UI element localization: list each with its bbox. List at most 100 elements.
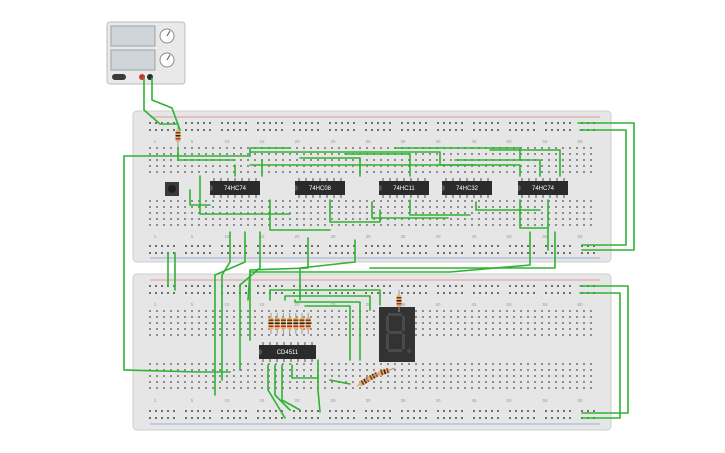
column-number: 30	[365, 234, 371, 239]
jumper-wire[interactable]	[269, 289, 381, 306]
column-number: 15	[259, 398, 265, 403]
column-number: 35	[400, 398, 406, 403]
jumper-wire[interactable]	[221, 231, 231, 381]
resistor[interactable]	[287, 313, 293, 334]
column-number: 1	[154, 302, 157, 307]
jumper-wire[interactable]	[269, 199, 331, 231]
jumper-wire[interactable]	[274, 364, 291, 411]
column-number: 25	[330, 139, 336, 144]
power-switch[interactable]	[112, 74, 126, 80]
column-number: 25	[330, 398, 336, 403]
column-number: 35	[400, 302, 406, 307]
column-number: 35	[400, 139, 406, 144]
chip-label: 74HC74	[224, 186, 247, 192]
ic-chip[interactable]: 74HC74	[518, 178, 568, 198]
ic-chip[interactable]: 74HC32	[442, 178, 492, 198]
jumper-wire[interactable]	[247, 231, 531, 301]
chip-label: 74HC08	[309, 186, 332, 192]
jumper-wire[interactable]	[369, 231, 556, 269]
column-number: 55	[542, 234, 548, 239]
column-number: 45	[471, 398, 477, 403]
column-number: 55	[542, 139, 548, 144]
jumper-wire[interactable]	[579, 292, 621, 419]
jumper-wire[interactable]	[317, 359, 321, 413]
column-number: 40	[435, 234, 441, 239]
jumper-wire[interactable]	[579, 285, 629, 414]
jumper-wire[interactable]	[489, 149, 561, 177]
resistor[interactable]	[175, 124, 181, 148]
ic-chip[interactable]: 74HC08	[295, 178, 345, 198]
resistor[interactable]	[305, 313, 311, 334]
jumper-wire[interactable]	[284, 295, 371, 311]
jumper-wire[interactable]	[177, 147, 236, 161]
column-number: 55	[542, 302, 548, 307]
jumper-wire[interactable]	[299, 239, 356, 301]
chip-label: 74HC11	[393, 186, 415, 192]
jumper-wire[interactable]	[267, 364, 286, 419]
chip-label: 74HC74	[532, 186, 555, 192]
jumper-wire[interactable]	[281, 364, 301, 411]
ic-chip[interactable]: 74HC11	[379, 178, 429, 198]
resistor[interactable]	[396, 290, 402, 312]
ic-chip[interactable]: CD4511	[259, 342, 316, 362]
column-number: 10	[224, 139, 230, 144]
column-number: 30	[365, 139, 371, 144]
column-number: 20	[294, 302, 300, 307]
chip-label: 74HC32	[456, 186, 479, 192]
jumper-wire[interactable]	[299, 157, 361, 177]
column-number: 55	[542, 398, 548, 403]
resistor[interactable]	[268, 313, 274, 334]
jumper-wire[interactable]	[519, 199, 549, 229]
ic-chip[interactable]: 74HC74	[210, 178, 260, 198]
jumper-wire[interactable]	[214, 231, 246, 396]
resistor[interactable]	[299, 313, 305, 334]
column-number: 60	[577, 398, 583, 403]
jumper-wire[interactable]	[454, 159, 541, 177]
jumper-wire[interactable]	[249, 237, 309, 341]
push-button[interactable]	[165, 182, 179, 196]
jumper-wire[interactable]	[304, 305, 351, 361]
resistor[interactable]	[274, 313, 280, 334]
jumper-wire[interactable]	[409, 199, 471, 216]
jumper-wire[interactable]	[151, 77, 181, 131]
resistor[interactable]	[293, 313, 299, 334]
jumper-wire[interactable]	[199, 175, 291, 215]
column-number: 50	[506, 234, 512, 239]
jumper-wire[interactable]	[475, 201, 541, 211]
column-number: 5	[191, 234, 194, 239]
jumper-wire[interactable]	[294, 299, 361, 361]
resistor[interactable]	[372, 367, 396, 377]
column-number: 35	[400, 234, 406, 239]
column-number: 5	[191, 398, 194, 403]
column-number: 60	[577, 139, 583, 144]
jumper-wire[interactable]	[371, 201, 449, 219]
jumper-wire[interactable]	[577, 122, 635, 251]
jumper-wire[interactable]	[394, 147, 521, 161]
column-number: 40	[435, 398, 441, 403]
jumper-wire[interactable]	[143, 77, 179, 125]
column-number: 40	[435, 302, 441, 307]
chip-label: CD4511	[277, 350, 299, 356]
column-number: 20	[294, 139, 300, 144]
column-number: 60	[577, 234, 583, 239]
jumper-wire[interactable]	[329, 199, 381, 223]
power-supply[interactable]	[106, 21, 186, 85]
column-number: 30	[365, 398, 371, 403]
current-display	[110, 49, 156, 71]
column-number: 50	[506, 302, 512, 307]
column-number: 1	[154, 234, 157, 239]
jumper-wire[interactable]	[189, 189, 211, 206]
jumper-wire[interactable]	[329, 379, 351, 385]
seven-segment-display[interactable]	[379, 307, 415, 362]
column-number: 30	[365, 302, 371, 307]
column-number: 45	[471, 234, 477, 239]
resistor[interactable]	[280, 313, 286, 334]
jumper-wire[interactable]	[579, 129, 627, 246]
column-number: 20	[294, 234, 300, 239]
bottom-breadboard	[132, 273, 612, 431]
jumper-wire[interactable]	[344, 153, 411, 177]
column-number: 45	[471, 139, 477, 144]
jumper-wire[interactable]	[249, 164, 521, 177]
jumper-wire[interactable]	[291, 364, 319, 379]
